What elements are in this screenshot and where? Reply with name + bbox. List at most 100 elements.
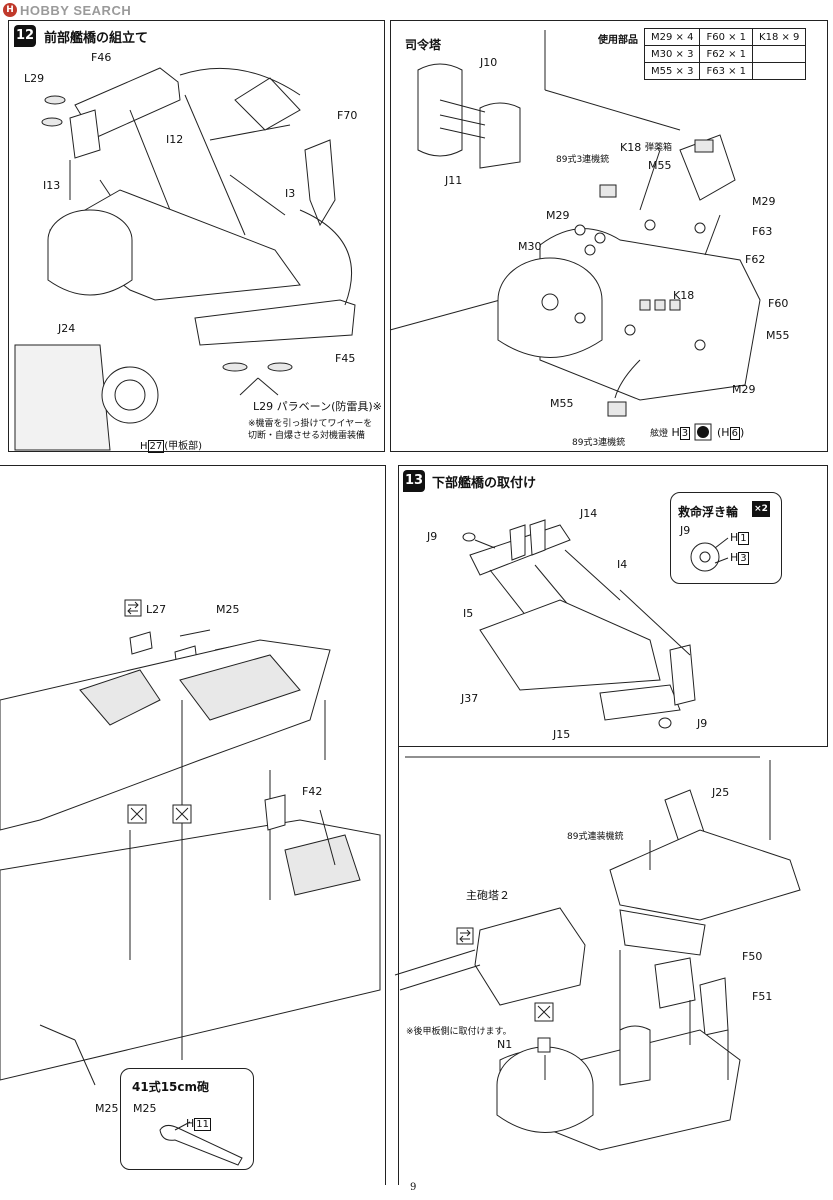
label-M25: M25 — [216, 603, 240, 616]
h27-suffix: (甲板部) — [164, 441, 203, 452]
label-main-turret: 主砲塔２ — [466, 889, 510, 902]
label-F60: F60 — [768, 297, 789, 310]
step13-title: 下部艦橋の取付け — [432, 476, 537, 491]
divider-left-vertical — [385, 465, 386, 1185]
label-ammo-box: 弾薬箱 — [645, 143, 673, 153]
paravane-text: パラベーン(防雷具)※ — [276, 400, 382, 413]
mine-note: ※機雷を引っ掛けてワイヤーを 切断・自爆させる対機雷装備 — [248, 419, 373, 441]
gun-detail-part: M25 — [133, 1102, 157, 1115]
kanto-paren-open: ( — [717, 426, 722, 439]
step12-badge: 12 — [14, 25, 36, 47]
label-N1: N1 — [497, 1038, 513, 1051]
label-J14: J14 — [580, 507, 598, 520]
label-M29-bottom: M29 — [732, 383, 756, 396]
gun-h-num: 11 — [194, 1118, 212, 1131]
label-F50: F50 — [742, 950, 763, 963]
lifebuoy-part: J9 — [680, 524, 691, 537]
label-F70: F70 — [337, 109, 358, 122]
label-F42: F42 — [302, 785, 323, 798]
parts-cell: M55 × 3 — [643, 62, 701, 80]
parts-cell: F63 × 1 — [699, 62, 754, 80]
label-F51: F51 — [752, 990, 773, 1003]
label-M29-left: M29 — [546, 209, 570, 222]
label-F62: F62 — [745, 253, 766, 266]
h27-num: 27 — [147, 440, 165, 453]
label-J15: J15 — [553, 728, 571, 741]
hull-deck-drawing — [0, 599, 381, 1086]
label-J25: J25 — [712, 786, 730, 799]
label-M55-top: M55 — [648, 159, 672, 172]
kanto-h2: H — [721, 426, 730, 439]
gun-detail-drawing — [159, 1121, 243, 1166]
kanto-h2-num: 6 — [729, 427, 740, 440]
divider-left-top — [0, 465, 385, 466]
bridge-detail-panel — [390, 20, 828, 452]
label-J24: J24 — [58, 322, 76, 335]
label-I4: I4 — [617, 558, 628, 571]
parts-table-header: 使用部品 — [598, 34, 638, 46]
lifebuoy-h3-prefix: H — [730, 551, 739, 564]
step12-panel — [8, 20, 385, 452]
step12-drawing — [14, 67, 356, 451]
logo-mark-icon: H — [3, 3, 17, 17]
label-M55-bottom: M55 — [550, 397, 574, 410]
label-I13: I13 — [43, 179, 61, 192]
kanto-h: H — [671, 426, 680, 439]
lifebuoy-h1-num: 1 — [738, 532, 749, 545]
label-F63: F63 — [752, 225, 773, 238]
site-logo: H HOBBY SEARCH — [3, 2, 131, 18]
page-number: 9 — [410, 1182, 417, 1193]
step12-title: 前部艦橋の組立て — [44, 31, 149, 46]
label-F45: F45 — [335, 352, 356, 365]
label-I5: I5 — [463, 607, 474, 620]
label-J37: J37 — [461, 692, 479, 705]
label-I12: I12 — [166, 133, 184, 146]
label-I3: I3 — [285, 187, 296, 200]
kanto-h-num: 3 — [679, 427, 691, 440]
label-J9-top: J9 — [427, 530, 438, 543]
lifebuoy-title: 救命浮き輪 — [678, 505, 739, 519]
parts-table: 使用部品 M29 × 4 F60 × 1 K18 × 9 M30 × 3 F62… — [592, 28, 807, 80]
lifebuoy-h3-num: 3 — [738, 552, 749, 565]
label-type89-bottom: 89式3連機銃 — [572, 438, 626, 448]
commander-tower-title: 司令塔 — [405, 38, 442, 52]
kanto-text: 舷燈 — [650, 429, 669, 439]
bridge-detail-drawing — [389, 30, 761, 441]
divider-right-vertical — [398, 747, 399, 1185]
label-K18-mid: K18 — [673, 289, 695, 302]
step13-badge: 13 — [403, 470, 425, 492]
gun-h-prefix: H — [186, 1117, 195, 1130]
label-L29: L29 — [24, 72, 45, 85]
paravane-part: L29 — [253, 400, 274, 413]
lifebuoy-drawing — [690, 537, 729, 572]
gun-detail-title: 41式15cm砲 — [132, 1080, 210, 1094]
step13-drawing — [462, 519, 696, 729]
label-M29-right: M29 — [752, 195, 776, 208]
label-J10: J10 — [480, 56, 498, 69]
label-F46: F46 — [91, 51, 112, 64]
label-M55-right: M55 — [766, 329, 790, 342]
label-M30: M30 — [518, 240, 542, 253]
turret-note: ※後甲板側に取付けます。 — [406, 1027, 512, 1037]
label-J9-bottom: J9 — [697, 717, 708, 730]
parts-cell — [752, 62, 807, 80]
lifebuoy-count-badge: ×2 — [752, 501, 770, 517]
label-L27: L27 — [146, 603, 167, 616]
label-K18-top: K18 — [620, 141, 642, 154]
label-J11: J11 — [445, 174, 463, 187]
label-M25-bottom: M25 — [95, 1102, 119, 1115]
label-type89-top: 89式3連機銃 — [556, 155, 610, 165]
h27-prefix: H — [140, 441, 148, 452]
step13-panel — [398, 465, 828, 747]
label-type89-twin: 89式連装機銃 — [567, 832, 624, 842]
lifebuoy-h1-prefix: H — [730, 531, 739, 544]
logo-text: HOBBY SEARCH — [20, 2, 132, 18]
kanto-paren-close: ) — [739, 426, 745, 439]
